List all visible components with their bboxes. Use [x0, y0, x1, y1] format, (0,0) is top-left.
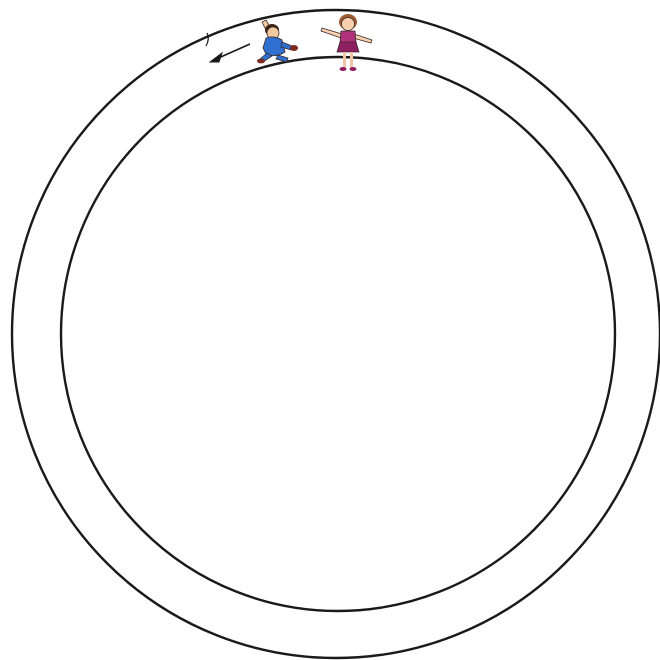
girl-dress [340, 31, 356, 43]
arrow-tick [206, 33, 208, 46]
girl-leg-left [343, 52, 346, 68]
girl-left-arm [321, 28, 342, 38]
girl-shoe-right [350, 67, 357, 71]
outer-track-circle [12, 10, 660, 658]
boy-shoe-left [257, 59, 265, 64]
girl-skirt [337, 42, 359, 52]
direction-arrow [206, 33, 250, 62]
inner-track-circle [61, 57, 615, 611]
arrow-head [210, 53, 222, 62]
boy-shoe-right [290, 45, 298, 51]
girl-head [342, 18, 355, 31]
girl-shoe-left [340, 67, 347, 71]
runner-boy [257, 20, 298, 63]
girl-leg-right [350, 52, 353, 68]
standing-girl [321, 14, 372, 71]
